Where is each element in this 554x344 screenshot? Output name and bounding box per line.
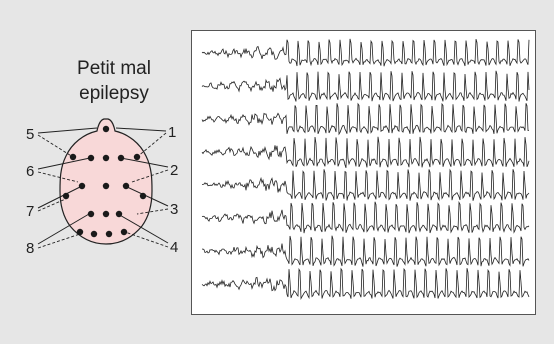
- eeg-channel-trace: [201, 267, 530, 300]
- eeg-channel-trace: [201, 136, 530, 169]
- eeg-channel-trace: [201, 235, 530, 267]
- label-3: 3: [170, 201, 178, 218]
- scalp-outline: [59, 118, 153, 245]
- label-1: 1: [168, 124, 176, 141]
- solid-leaders: [37, 127, 169, 245]
- eeg-channel-trace: [201, 102, 530, 136]
- title-line-1: Petit mal: [77, 58, 151, 79]
- label-7: 7: [26, 203, 34, 220]
- label-5: 5: [26, 126, 34, 143]
- label-6: 6: [26, 163, 34, 180]
- label-4: 4: [170, 239, 178, 256]
- label-2: 2: [170, 162, 178, 179]
- label-8: 8: [26, 240, 34, 257]
- eeg-channel-trace: [201, 38, 530, 67]
- title-line-2: epilepsy: [79, 83, 149, 104]
- figure-title: Petit mal epilepsy: [44, 56, 184, 106]
- eeg-channel-trace: [201, 168, 530, 202]
- head-electrode-diagram: 5 6 7 8 1 2 3 4: [26, 118, 178, 257]
- electrodes: [62, 125, 147, 238]
- eeg-trace-panel: [191, 30, 536, 315]
- eeg-channel-trace: [201, 200, 530, 234]
- eeg-channel-trace: [201, 70, 530, 102]
- eeg-traces: [201, 38, 530, 300]
- dashed-leaders: [37, 132, 169, 249]
